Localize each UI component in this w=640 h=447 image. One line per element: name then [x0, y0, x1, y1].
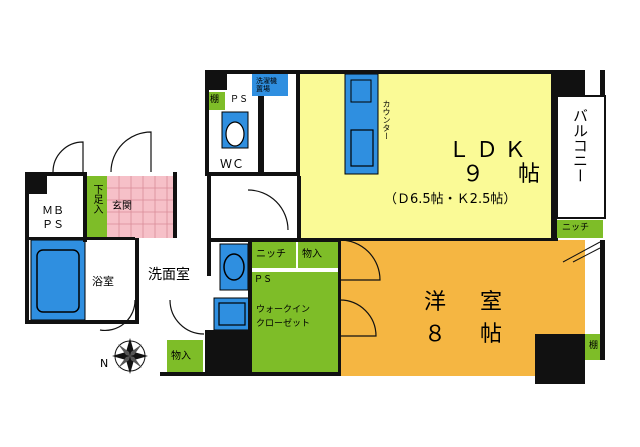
shelf-western-label: 棚 [589, 341, 599, 351]
washroom-label: 洗面室 [148, 267, 190, 283]
walkin-closet-label: ウォークイン クローゼット [256, 305, 311, 329]
storage-mid-label: 物入 [302, 249, 322, 260]
shelf-wc-label: 棚 [210, 95, 220, 105]
compass-icon [112, 338, 148, 374]
storage-mid-block [298, 242, 338, 268]
ps-wash-label: ＰＳ [254, 275, 273, 285]
entrance-floor [107, 176, 173, 238]
balcony [556, 95, 606, 219]
niche-balcony-label: ニッチ [562, 223, 590, 233]
ldk-detail: （Ｄ6.5帖・Ｋ2.5帖） [384, 192, 517, 207]
shelf-western-block [585, 334, 603, 360]
niche-mid-block [252, 242, 296, 268]
balcony-label: バルコニー [571, 108, 589, 183]
compass-north-label: N [100, 357, 109, 370]
walkin-closet [252, 272, 338, 376]
western-room-name: 洋 室 [424, 290, 509, 315]
shoe-closet-label: 下足入 [91, 184, 102, 214]
niche-mid-label: ニッチ [256, 249, 286, 260]
storage-lower-label: 物入 [171, 351, 191, 362]
mbps-label: ＭＢ ＰＳ [42, 204, 64, 232]
washer-space [252, 74, 288, 96]
ps-wc-label: ＰＳ [230, 95, 249, 105]
wc-label: ＷＣ [220, 157, 245, 171]
shoe-closet [87, 176, 107, 238]
entrance-label: 玄関 [112, 201, 132, 212]
storage-lower-block [167, 340, 203, 374]
counter-label: カウンター [382, 100, 391, 140]
ldk-size: ９ 帖 [462, 162, 547, 187]
ldk-floor [300, 74, 555, 240]
shelf-wc-block [207, 92, 225, 110]
western-room-size: ８ 帖 [424, 322, 509, 347]
ldk-name: ＬＤＫ [448, 138, 533, 163]
washer-space-label: 洗濯機 置場 [256, 77, 277, 94]
niche-balcony-block [557, 220, 603, 238]
bath-label: 浴室 [92, 275, 114, 288]
